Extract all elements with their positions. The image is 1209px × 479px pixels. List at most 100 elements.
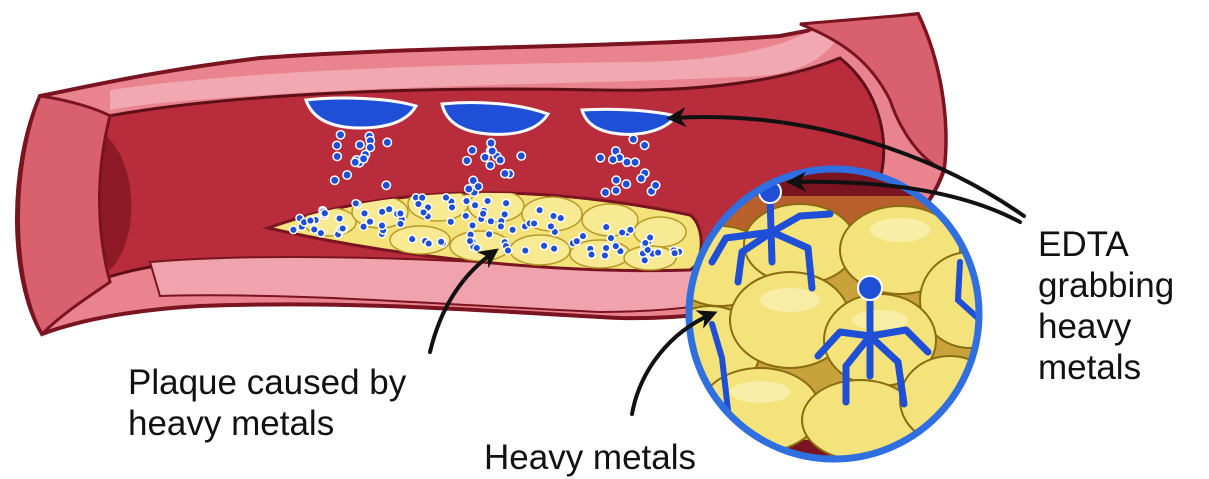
heavy-metal-particle-icon — [486, 161, 494, 169]
heavy-metal-particle-icon — [642, 239, 650, 247]
heavy-metal-particle-icon — [497, 223, 505, 231]
heavy-metal-particle-icon — [612, 176, 620, 184]
heavy-metal-particle-icon — [463, 197, 471, 205]
heavy-metal-particle-icon — [671, 249, 679, 257]
heavy-metal-particle-icon — [485, 231, 493, 239]
heavy-metal-particle-icon — [579, 232, 587, 240]
heavy-metal-particle-icon — [501, 169, 509, 177]
heavy-metal-particle-icon — [469, 222, 477, 230]
heavy-metal-particle-icon — [488, 147, 496, 155]
heavy-metal-particle-icon — [420, 209, 428, 217]
heavy-metal-particle-icon — [622, 180, 630, 188]
heavy-metal-particle-icon — [408, 235, 416, 243]
heavy-metal-particle-icon — [352, 200, 360, 208]
heavy-metal-particle-icon — [601, 252, 609, 260]
heavy-metals-label-text: Heavy metals — [484, 437, 784, 478]
heavy-metal-particle-icon — [462, 212, 470, 220]
plaque-label-line: heavy metals — [128, 403, 488, 444]
heavy-metal-particle-icon — [397, 210, 405, 218]
heavy-metal-particle-icon — [602, 223, 610, 231]
heavy-metal-particle-icon — [547, 223, 555, 231]
heavy-metal-particle-icon — [333, 152, 341, 160]
heavy-metal-particle-icon — [463, 157, 471, 165]
heavy-metal-particle-icon — [651, 181, 659, 189]
heavy-metal-particle-icon — [496, 156, 504, 164]
heavy-metal-particle-icon — [557, 214, 565, 222]
plaque-label: Plaque caused by heavy metals — [128, 362, 488, 444]
heavy-metal-particle-icon — [290, 226, 298, 234]
heavy-metal-particle-icon — [601, 188, 609, 196]
heavy-metal-particle-icon — [588, 251, 596, 259]
heavy-metal-particle-icon — [366, 143, 374, 151]
heavy-metal-particle-icon — [361, 210, 369, 218]
heavy-metal-particle-icon — [618, 229, 626, 237]
heavy-metal-particle-icon — [333, 141, 341, 149]
heavy-metal-particle-icon — [640, 141, 648, 149]
heavy-metal-particle-icon — [351, 158, 359, 166]
heavy-metals-label: Heavy metals — [484, 437, 784, 478]
heavy-metal-particle-icon — [468, 146, 476, 154]
edta-label-line: metals — [1038, 347, 1208, 388]
heavy-metal-particle-icon — [487, 139, 495, 147]
heavy-metal-particle-icon — [502, 199, 510, 207]
heavy-metal-particle-icon — [481, 153, 489, 161]
heavy-metal-particle-icon — [397, 220, 405, 228]
heavy-metal-particle-icon — [473, 244, 481, 252]
heavy-metal-particle-icon — [654, 249, 662, 257]
heavy-metal-particle-icon — [447, 218, 455, 226]
heavy-metal-particle-icon — [382, 181, 390, 189]
heavy-metal-particle-icon — [612, 242, 620, 250]
plaque-cell-icon — [510, 235, 570, 265]
heavy-metal-particle-icon — [343, 171, 351, 179]
heavy-metal-particle-icon — [356, 141, 364, 149]
heavy-metal-particle-icon — [637, 174, 645, 182]
heavy-metal-particle-icon — [540, 242, 548, 250]
heavy-metal-particle-icon — [442, 194, 450, 202]
heavy-metal-particle-icon — [385, 205, 393, 213]
heavy-metal-particle-icon — [425, 240, 433, 248]
heavy-metal-particle-icon — [641, 257, 649, 265]
heavy-metal-particle-icon — [484, 197, 492, 205]
heavy-metal-particle-icon — [504, 247, 512, 255]
heavy-metal-particle-icon — [501, 211, 509, 219]
heavy-metal-particle-icon — [487, 218, 495, 226]
heavy-metal-particle-icon — [378, 222, 386, 230]
heavy-metal-particle-icon — [466, 237, 474, 245]
plaque-label-line: Plaque caused by — [128, 362, 488, 403]
heavy-metal-particle-icon — [517, 152, 525, 160]
heavy-metal-particle-icon — [609, 155, 617, 163]
heavy-metal-particle-icon — [522, 247, 530, 255]
heavy-metal-particle-icon — [629, 135, 637, 143]
heavy-metal-particle-icon — [383, 138, 391, 146]
heavy-metal-particle-icon — [465, 185, 473, 193]
heavy-metal-particle-icon — [530, 220, 538, 228]
heavy-metal-particle-icon — [448, 204, 456, 212]
edta-label-line: heavy — [1038, 306, 1208, 347]
heavy-metal-particle-icon — [336, 215, 344, 223]
heavy-metal-particle-icon — [550, 245, 558, 253]
edta-label-line: EDTA — [1038, 224, 1208, 265]
heavy-metal-particle-icon — [336, 131, 344, 139]
heavy-metal-particle-icon — [612, 186, 620, 194]
heavy-metal-particle-icon — [359, 155, 367, 163]
heavy-metal-particle-icon — [607, 234, 615, 242]
heavy-metal-particle-icon — [307, 217, 315, 225]
heavy-metal-particle-icon — [627, 226, 635, 234]
heavy-metal-particle-icon — [331, 176, 339, 184]
heavy-metal-particle-icon — [631, 158, 639, 166]
heavy-metal-particle-icon — [471, 202, 479, 210]
heavy-metal-particle-icon — [437, 238, 445, 246]
heavy-metal-particle-icon — [310, 226, 318, 234]
heavy-metal-particle-icon — [602, 244, 610, 252]
heavy-metal-particle-icon — [321, 209, 329, 217]
heavy-metal-particle-icon — [415, 200, 423, 208]
heavy-metal-particle-icon — [479, 210, 487, 218]
heavy-metal-particle-icon — [474, 182, 482, 190]
heavy-metal-particle-icon — [550, 212, 558, 220]
heavy-metal-particle-icon — [596, 154, 604, 162]
heavy-metal-particle-icon — [339, 225, 347, 233]
edta-label: EDTA grabbing heavy metals — [1038, 224, 1208, 388]
edta-label-line: grabbing — [1038, 265, 1208, 306]
heavy-metal-particle-icon — [509, 226, 517, 234]
heavy-metal-particle-icon — [360, 223, 368, 231]
